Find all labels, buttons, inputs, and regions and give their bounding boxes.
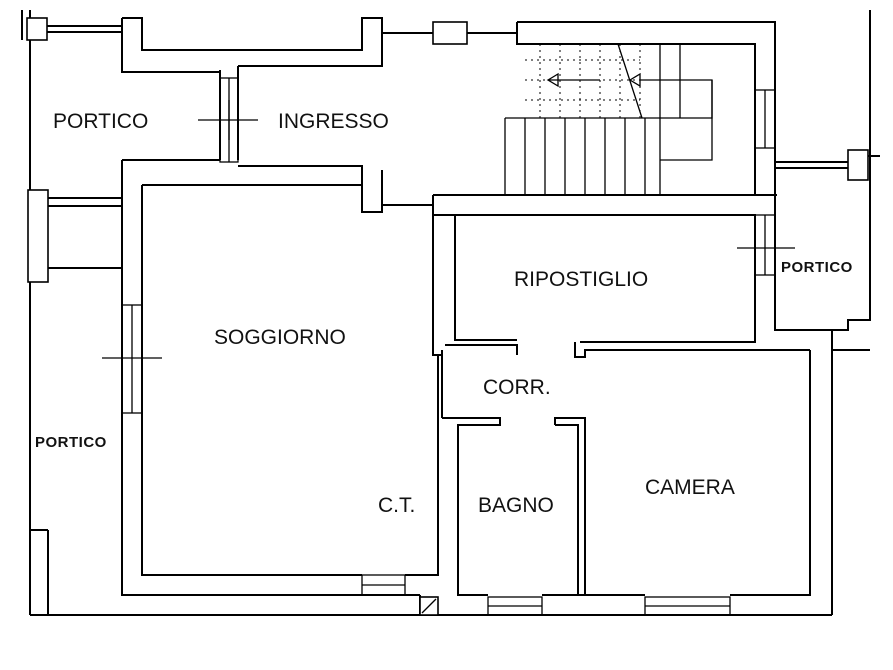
walls	[21, 10, 880, 616]
label-portico-e: PORTICO	[781, 259, 853, 276]
label-ingresso: INGRESSO	[278, 110, 389, 133]
label-bagno: BAGNO	[478, 494, 554, 517]
label-camera: CAMERA	[645, 476, 735, 499]
label-portico-nw: PORTICO	[53, 110, 148, 133]
label-corr: CORR.	[483, 376, 551, 399]
label-ct: C.T.	[378, 494, 415, 517]
staircase	[504, 43, 713, 195]
label-soggiorno: SOGGIORNO	[214, 326, 346, 349]
windows	[102, 77, 795, 616]
label-ripostiglio: RIPOSTIGLIO	[514, 268, 648, 291]
label-portico-w: PORTICO	[35, 434, 107, 451]
room-labels: PORTICO INGRESSO RIPOSTIGLIO PORTICO SOG…	[35, 110, 853, 517]
